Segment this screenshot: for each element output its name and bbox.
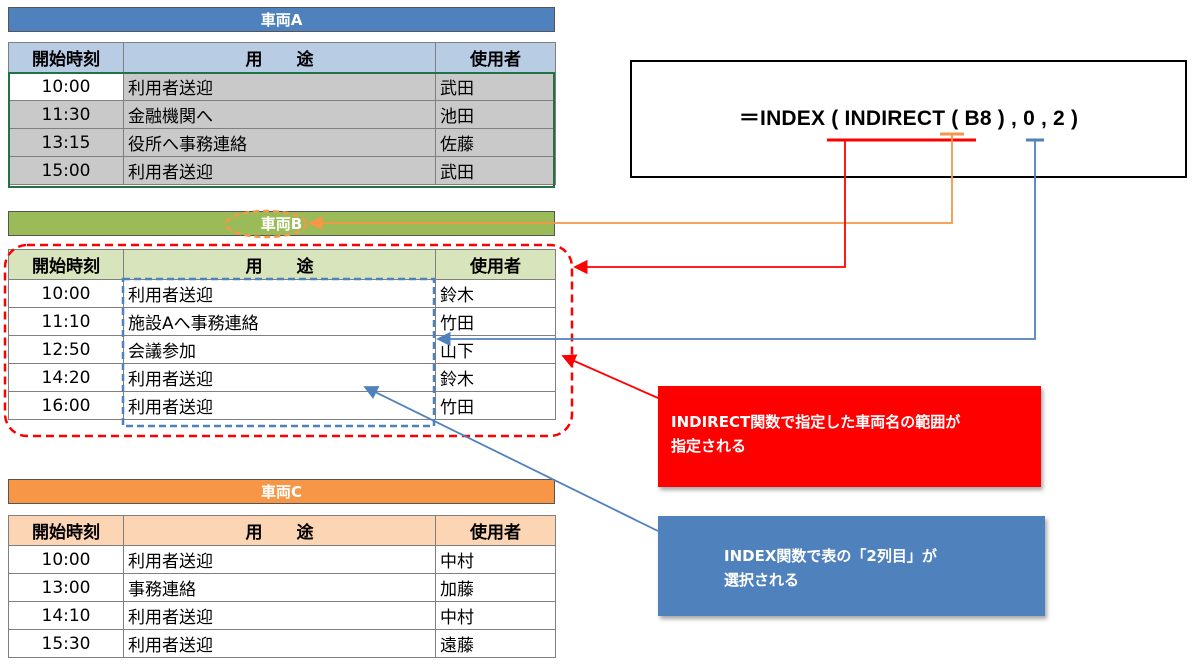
callout-line: 指定される (671, 437, 747, 455)
table-row: 12:50 会議参加 山下 (8, 335, 556, 364)
cell-purpose[interactable]: 事務連絡 (123, 573, 436, 602)
cell-time[interactable]: 14:20 (8, 363, 124, 392)
header-row: 開始時刻 用 途 使用者 (8, 515, 556, 546)
callout-line: INDEX関数で表の「2列目」が (724, 547, 937, 565)
header-start-time: 開始時刻 (8, 249, 124, 280)
callout-line: 選択される (724, 571, 800, 589)
cell-user[interactable]: 中村 (435, 601, 556, 630)
cell-time[interactable]: 11:30 (8, 100, 124, 129)
header-user: 使用者 (435, 249, 556, 280)
table-row: 10:00 利用者送迎 武田 (8, 72, 556, 101)
header-purpose: 用 途 (123, 42, 436, 73)
vehicle-a-title: 車両A (8, 7, 555, 32)
cell-time[interactable]: 11:10 (8, 307, 124, 336)
cell-user[interactable]: 竹田 (435, 307, 556, 336)
cell-time[interactable]: 12:50 (8, 335, 124, 364)
vehicle-c-title: 車両C (8, 479, 555, 504)
vehicle-b-title: 車両B (8, 211, 555, 236)
header-purpose: 用 途 (123, 515, 436, 546)
cell-user[interactable]: 竹田 (435, 391, 556, 420)
cell-time[interactable]: 13:00 (8, 573, 124, 602)
header-user: 使用者 (435, 515, 556, 546)
cell-user[interactable]: 佐藤 (435, 128, 556, 157)
cell-purpose[interactable]: 利用者送迎 (123, 545, 436, 574)
table-row: 14:10 利用者送迎 中村 (8, 601, 556, 630)
cell-time[interactable]: 15:30 (8, 629, 124, 658)
cell-purpose[interactable]: 施設Aへ事務連絡 (123, 307, 436, 336)
cell-purpose[interactable]: 利用者送迎 (123, 72, 436, 101)
cell-time[interactable]: 10:00 (8, 72, 124, 101)
table-row: 10:00 利用者送迎 中村 (8, 545, 556, 574)
cell-time[interactable]: 14:10 (8, 601, 124, 630)
header-start-time: 開始時刻 (8, 515, 124, 546)
header-row: 開始時刻 用 途 使用者 (8, 249, 556, 280)
table-row: 16:00 利用者送迎 竹田 (8, 391, 556, 420)
cell-user[interactable]: 鈴木 (435, 363, 556, 392)
cell-purpose[interactable]: 役所へ事務連絡 (123, 128, 436, 157)
cell-time[interactable]: 16:00 (8, 391, 124, 420)
cell-user[interactable]: 中村 (435, 545, 556, 574)
table-row: 11:30 金融機関へ 池田 (8, 100, 556, 129)
header-row: 開始時刻 用 途 使用者 (8, 42, 556, 73)
cell-time[interactable]: 10:00 (8, 545, 124, 574)
header-user: 使用者 (435, 42, 556, 73)
callout-line: INDIRECT関数で指定した車両名の範囲が (671, 413, 961, 431)
cell-user[interactable]: 加藤 (435, 573, 556, 602)
table-row: 14:20 利用者送迎 鈴木 (8, 363, 556, 392)
formula-text: ＝INDEX ( INDIRECT ( B8 ) , 0 , 2 ) (738, 107, 1079, 130)
cell-time[interactable]: 15:00 (8, 156, 124, 185)
cell-purpose[interactable]: 利用者送迎 (123, 629, 436, 658)
cell-user[interactable]: 武田 (435, 156, 556, 185)
vehicle-b-table: 開始時刻 用 途 使用者 10:00 利用者送迎 鈴木 11:10 施設Aへ事務… (8, 249, 556, 420)
index-explanation-callout: INDEX関数で表の「2列目」が 選択される (658, 516, 1045, 616)
table-row: 11:10 施設Aへ事務連絡 竹田 (8, 307, 556, 336)
cell-purpose[interactable]: 利用者送迎 (123, 279, 436, 308)
cell-purpose[interactable]: 利用者送迎 (123, 601, 436, 630)
cell-purpose[interactable]: 利用者送迎 (123, 391, 436, 420)
table-row: 13:15 役所へ事務連絡 佐藤 (8, 128, 556, 157)
formula-box: ＝INDEX ( INDIRECT ( B8 ) , 0 , 2 ) (630, 60, 1187, 178)
cell-user[interactable]: 武田 (435, 72, 556, 101)
header-start-time: 開始時刻 (8, 42, 124, 73)
cell-user[interactable]: 遠藤 (435, 629, 556, 658)
cell-time[interactable]: 10:00 (8, 279, 124, 308)
vehicle-a-table: 開始時刻 用 途 使用者 10:00 利用者送迎 武田 11:30 金融機関へ … (8, 42, 556, 185)
cell-user[interactable]: 鈴木 (435, 279, 556, 308)
indirect-explanation-callout: INDIRECT関数で指定した車両名の範囲が 指定される (658, 386, 1041, 487)
table-row: 15:30 利用者送迎 遠藤 (8, 629, 556, 658)
table-row: 13:00 事務連絡 加藤 (8, 573, 556, 602)
header-purpose: 用 途 (123, 249, 436, 280)
table-row: 10:00 利用者送迎 鈴木 (8, 279, 556, 308)
cell-purpose[interactable]: 利用者送迎 (123, 156, 436, 185)
cell-purpose[interactable]: 利用者送迎 (123, 363, 436, 392)
vehicle-c-table: 開始時刻 用 途 使用者 10:00 利用者送迎 中村 13:00 事務連絡 加… (8, 515, 556, 658)
cell-user[interactable]: 山下 (435, 335, 556, 364)
cell-purpose[interactable]: 金融機関へ (123, 100, 436, 129)
table-row: 15:00 利用者送迎 武田 (8, 156, 556, 185)
cell-time[interactable]: 13:15 (8, 128, 124, 157)
cell-user[interactable]: 池田 (435, 100, 556, 129)
cell-purpose[interactable]: 会議参加 (123, 335, 436, 364)
